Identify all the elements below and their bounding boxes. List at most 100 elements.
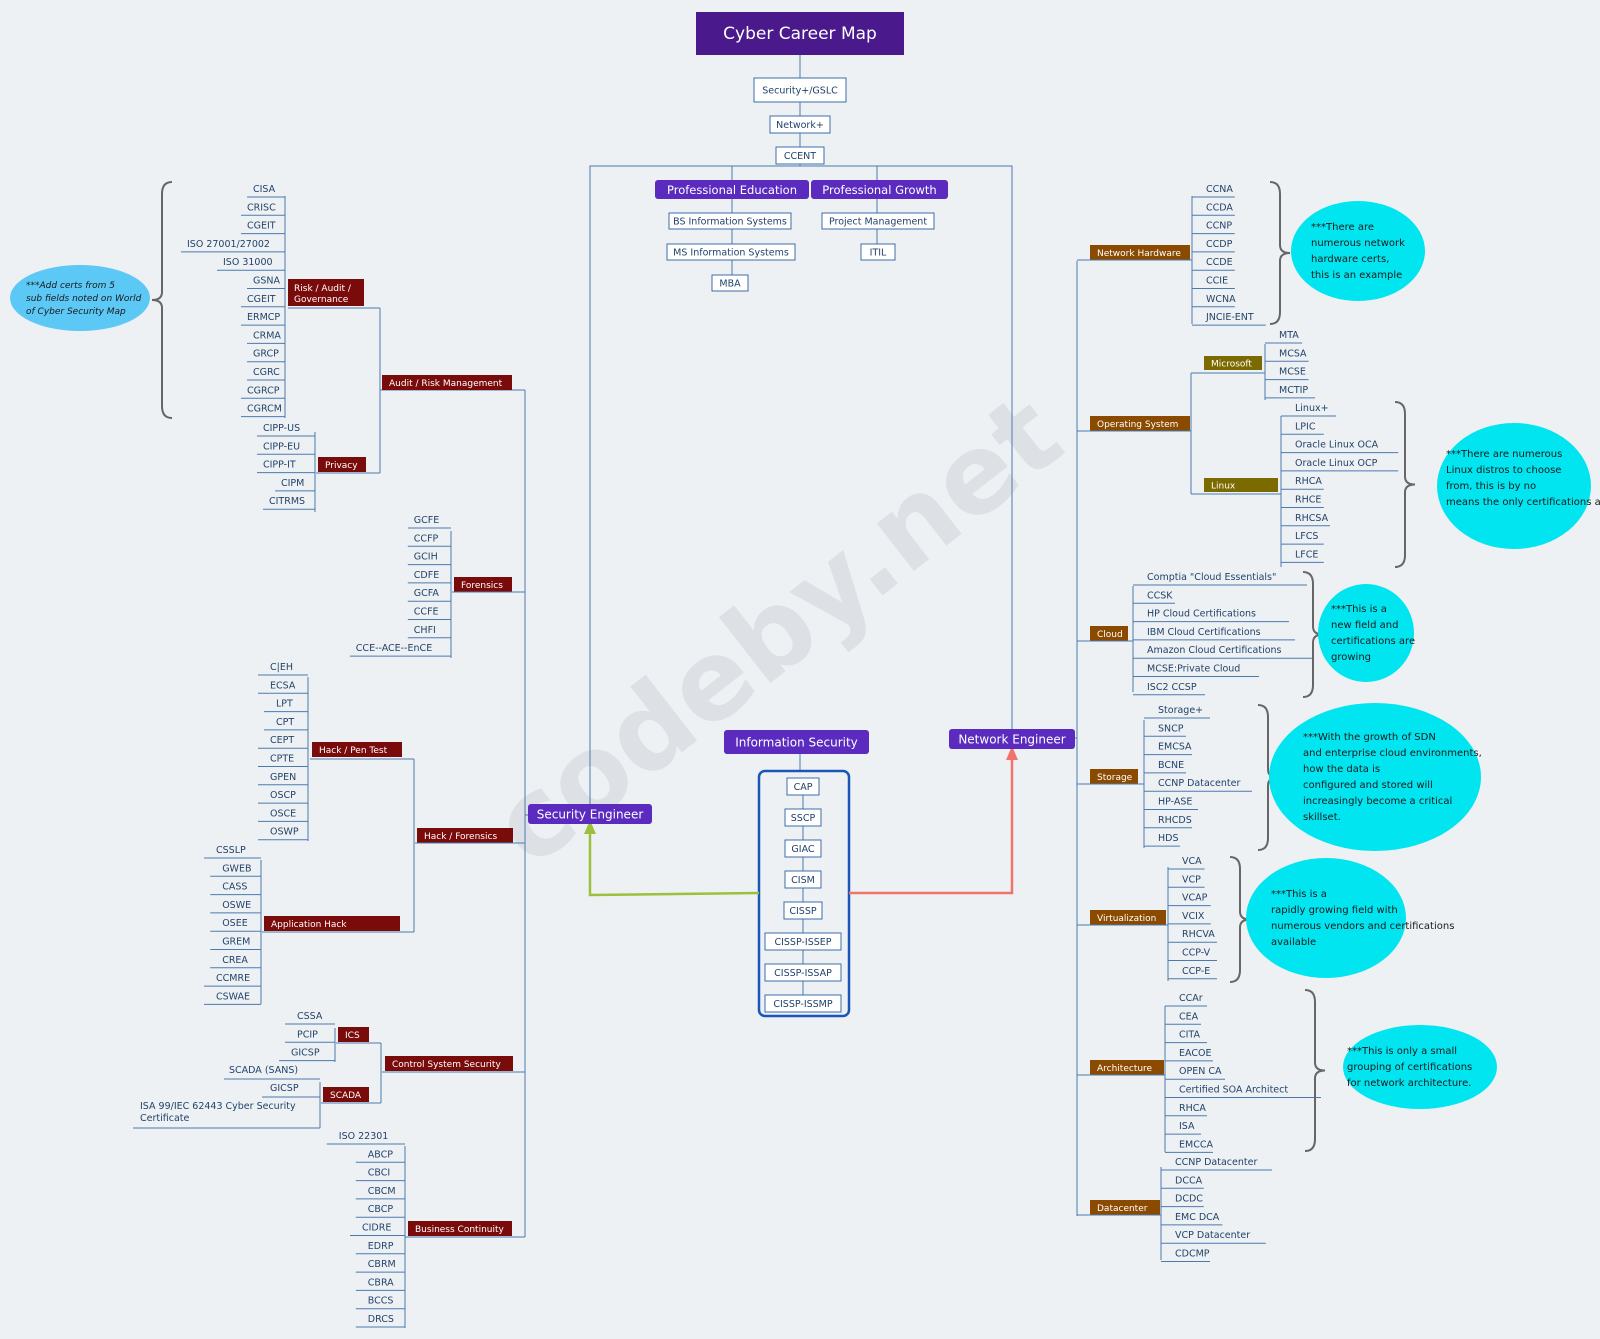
cert-rhcsa[interactable]: RHCSA (1295, 513, 1329, 524)
cert-ecsa[interactable]: ECSA (270, 680, 296, 691)
cert-bcne[interactable]: BCNE (1158, 760, 1184, 771)
cert-mta[interactable]: MTA (1279, 330, 1299, 341)
cert-crea[interactable]: CREA (222, 955, 248, 966)
forensics-node[interactable]: Forensics (454, 577, 512, 592)
cert-cce-ace-ence[interactable]: CCE--ACE--EnCE (356, 643, 432, 654)
infosec-cert-cism[interactable]: CISM (784, 870, 822, 889)
cert-ccna[interactable]: CCNA (1206, 184, 1233, 195)
cert-mcse[interactable]: MCSE (1279, 367, 1306, 378)
cert-cdcmp[interactable]: CDCMP (1175, 1249, 1210, 1260)
cert-ccar[interactable]: CCAr (1179, 993, 1203, 1004)
cert-wcna[interactable]: WCNA (1206, 294, 1236, 305)
cert-jncie-ent[interactable]: JNCIE-ENT (1205, 312, 1254, 323)
cert-storage[interactable]: Storage+ (1158, 705, 1203, 716)
cert-comptia-cloud-essentials[interactable]: Comptia "Cloud Essentials" (1147, 572, 1276, 583)
cert-vcix[interactable]: VCIX (1182, 911, 1205, 922)
cert-hp-cloud-certifications[interactable]: HP Cloud Certifications (1147, 609, 1256, 620)
datacenter-node[interactable]: Datacenter (1090, 1200, 1160, 1215)
cert-hds[interactable]: HDS (1158, 833, 1179, 844)
cert-scada-sans[interactable]: SCADA (SANS) (229, 1065, 298, 1076)
cert-ccp-v[interactable]: CCP-V (1182, 948, 1211, 959)
cert-oracle-linux-oca[interactable]: Oracle Linux OCA (1295, 440, 1379, 451)
cert-ccde[interactable]: CCDE (1206, 257, 1233, 268)
cert-abcp[interactable]: ABCP (368, 1149, 393, 1160)
information-security-node[interactable]: Information Security (724, 730, 869, 754)
cert-ccdp[interactable]: CCDP (1206, 239, 1233, 250)
cert-cgrcp[interactable]: CGRCP (247, 385, 280, 396)
edu-mba[interactable]: MBA (711, 274, 749, 292)
cert-ccfp[interactable]: CCFP (414, 533, 439, 544)
cert-cswae[interactable]: CSWAE (216, 991, 250, 1002)
infosec-cert-cissp[interactable]: CISSP (783, 901, 823, 920)
growth-pm[interactable]: Project Management (821, 212, 935, 230)
audit-risk-node[interactable]: Audit / Risk Management (382, 375, 512, 390)
linux-node[interactable]: Linux (1204, 478, 1278, 492)
infosec-cert-sscp[interactable]: SSCP (784, 808, 822, 827)
cert-cipp-it[interactable]: CIPP-IT (263, 460, 296, 471)
cert-ccnp[interactable]: CCNP (1206, 221, 1232, 232)
infosec-cert-giac[interactable]: GIAC (784, 839, 822, 858)
cert-lpt[interactable]: LPT (276, 699, 293, 710)
cert-osee[interactable]: OSEE (222, 918, 248, 929)
cert-dcca[interactable]: DCCA (1175, 1175, 1203, 1186)
cert-gicsp[interactable]: GICSP (291, 1048, 320, 1059)
network-hardware-node[interactable]: Network Hardware (1090, 245, 1190, 260)
cert-crisc[interactable]: CRISC (247, 202, 276, 213)
chain-network-plus[interactable]: Network+ (769, 115, 831, 134)
cert-cept[interactable]: CEPT (270, 735, 294, 746)
cert-isa[interactable]: ISA (1179, 1121, 1195, 1132)
cert-ccfe[interactable]: CCFE (414, 607, 439, 618)
cert-hp-ase[interactable]: HP-ASE (1158, 797, 1192, 808)
cert-rhcva[interactable]: RHCVA (1182, 929, 1215, 940)
operating-system-node[interactable]: Operating System (1090, 416, 1190, 431)
cert-dcdc[interactable]: DCDC (1175, 1194, 1203, 1205)
cert-mcsa[interactable]: MCSA (1279, 348, 1307, 359)
privacy-node[interactable]: Privacy (318, 457, 366, 472)
infosec-cert-cap[interactable]: CAP (786, 777, 820, 796)
cert-cbcm[interactable]: CBCM (368, 1186, 396, 1197)
cert-cbcp[interactable]: CBCP (368, 1204, 394, 1215)
virtualization-node[interactable]: Virtualization (1090, 910, 1166, 925)
cert-gcfa[interactable]: GCFA (414, 588, 440, 599)
cert-lpic[interactable]: LPIC (1295, 421, 1316, 432)
cert-cbrm[interactable]: CBRM (368, 1259, 396, 1270)
cert-grem[interactable]: GREM (222, 937, 250, 948)
security-engineer-node[interactable]: Security Engineer (528, 804, 652, 824)
cert-cbra[interactable]: CBRA (368, 1277, 394, 1288)
storage-node[interactable]: Storage (1090, 769, 1138, 784)
edu-ms[interactable]: MS Information Systems (666, 243, 796, 261)
cert-cssa[interactable]: CSSA (297, 1011, 323, 1022)
cert-gpen[interactable]: GPEN (270, 772, 296, 783)
cert-c-eh[interactable]: C|EH (270, 662, 293, 673)
cert-amazon-cloud-certifications[interactable]: Amazon Cloud Certifications (1147, 645, 1282, 656)
cloud-node[interactable]: Cloud (1090, 626, 1128, 641)
cert-emc-dca[interactable]: EMC DCA (1175, 1212, 1220, 1223)
cert-oswe[interactable]: OSWE (222, 900, 251, 911)
cert-ccmre[interactable]: CCMRE (216, 973, 250, 984)
cert-ccsk[interactable]: CCSK (1147, 590, 1173, 601)
cert-isc2-ccsp[interactable]: ISC2 CCSP (1147, 682, 1197, 693)
cert-ermcp[interactable]: ERMCP (247, 312, 280, 323)
cert-grcp[interactable]: GRCP (253, 349, 279, 360)
cert-oswp[interactable]: OSWP (270, 827, 299, 838)
cert-vcap[interactable]: VCAP (1182, 893, 1208, 904)
cert-gsna[interactable]: GSNA (253, 276, 280, 287)
microsoft-node[interactable]: Microsoft (1204, 356, 1262, 370)
cert-iso-22301[interactable]: ISO 22301 (339, 1131, 389, 1142)
cert-ccp-e[interactable]: CCP-E (1182, 966, 1210, 977)
cert-iso-31000[interactable]: ISO 31000 (223, 257, 273, 268)
cert-cpte[interactable]: CPTE (270, 754, 294, 765)
cert-cdfe[interactable]: CDFE (414, 570, 439, 581)
cert-certified-soa-architect[interactable]: Certified SOA Architect (1179, 1085, 1288, 1096)
control-system-node[interactable]: Control System Security (385, 1056, 513, 1071)
cert-rhcds[interactable]: RHCDS (1158, 815, 1192, 826)
cert-mcse-private-cloud[interactable]: MCSE:Private Cloud (1147, 664, 1240, 675)
cert-gcih[interactable]: GCIH (414, 552, 438, 563)
cert-cipp-eu[interactable]: CIPP-EU (263, 441, 300, 452)
cert-osce[interactable]: OSCE (270, 808, 296, 819)
growth-itil[interactable]: ITIL (860, 243, 896, 261)
cert-vcp-datacenter[interactable]: VCP Datacenter (1175, 1230, 1250, 1241)
cert-ccie[interactable]: CCIE (1206, 276, 1228, 287)
professional-growth-node[interactable]: Professional Growth (811, 180, 948, 199)
cert-ccnp-datacenter[interactable]: CCNP Datacenter (1175, 1157, 1257, 1168)
